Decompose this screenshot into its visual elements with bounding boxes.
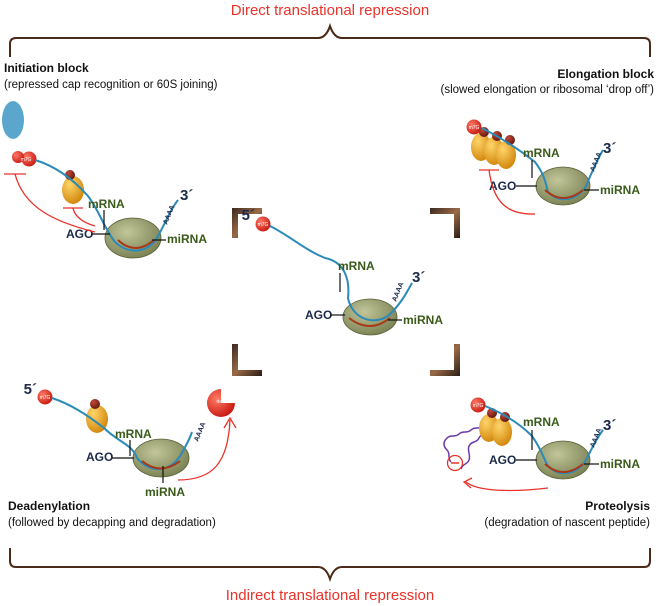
direct-repression-header: Direct translational repression — [231, 2, 429, 19]
mrna-strand — [51, 397, 193, 470]
poly-a-tail: AAAA — [589, 427, 603, 448]
deadenylation-panel: m7G 5´ mRNA AAAA AGO miRNA dead — [24, 381, 237, 499]
inhibition-arrow-60s — [72, 207, 96, 227]
mrna-label: mRNA — [338, 259, 375, 273]
m7g-cap — [21, 151, 37, 167]
poly-a-tail: AAAA — [162, 204, 176, 225]
mrna-strand — [269, 225, 413, 322]
ribosome-large-subunit — [62, 176, 84, 204]
center-bracket-frame — [232, 208, 460, 376]
mrna-label: mRNA — [115, 427, 152, 441]
three-prime-label: 3´ — [180, 187, 193, 204]
elongation-panel: m7G mRNA AAAA 3´ AGO miRNA — [466, 119, 640, 215]
inhibition-arrow-cap — [14, 173, 96, 233]
three-prime-label: 3´ — [412, 269, 425, 286]
mirna-strand — [348, 317, 391, 327]
mirna-label: miRNA — [600, 457, 640, 471]
inhibition-arrow — [488, 169, 536, 215]
elongation-block-subtitle: (slowed elongation or ribosomal ‘drop of… — [441, 84, 655, 96]
ribosome-ago-complex — [342, 298, 398, 336]
mirna-label: miRNA — [145, 485, 185, 499]
cap-label: m7G — [473, 403, 484, 409]
mirna-strand — [141, 460, 181, 470]
blocked-cap-marker — [12, 151, 24, 163]
mrna-label: mRNA — [88, 197, 125, 211]
cap-label: m7G — [40, 395, 51, 401]
activation-arrow — [465, 481, 549, 492]
ago-label: AGO — [305, 308, 332, 322]
deadenylation-subtitle: (followed by decapping and degradation) — [8, 517, 216, 529]
m7g-cap — [37, 389, 53, 405]
five-prime-label: 5´ — [24, 381, 37, 398]
mrna-label: mRNA — [523, 415, 560, 429]
deadenylase-icon — [207, 389, 235, 417]
ago-label: AGO — [489, 179, 516, 193]
mrna-label: mRNA — [523, 146, 560, 160]
initiation-panel: m7G mRNA AAAA 3´ AGO miRNA — [2, 101, 207, 259]
mirna-strand — [544, 463, 584, 473]
poly-a-tail: AAAA — [193, 421, 207, 442]
nascent-peptide — [443, 425, 484, 463]
three-prime-label: 3´ — [603, 417, 616, 434]
activation-arrow — [177, 419, 231, 481]
ago-label: AGO — [489, 453, 516, 467]
bottom-bracket — [9, 548, 651, 583]
cap-label: m7G — [258, 222, 269, 228]
ribosome-ago-complex — [104, 217, 162, 259]
m7g-cap — [470, 397, 486, 413]
five-prime-label: 5´ — [242, 207, 255, 224]
center-mrna-complex: m7G 5´ mRNA AAAA 3´ AGO miRNA — [242, 207, 443, 336]
cap-label: m7G — [21, 157, 32, 163]
ribosome-small-subunit — [90, 399, 100, 409]
initiation-block-subtitle: (repressed cap recognition or 60S joinin… — [4, 79, 218, 91]
proteolysis-title: Proteolysis — [585, 499, 650, 513]
proteolysis-panel: m7G mRNA AAAA 3´ AGO miRNA — [443, 397, 640, 492]
elongation-block-title: Elongation block — [557, 67, 654, 81]
ribosome-large-subunit — [492, 418, 512, 446]
indirect-repression-header: Indirect translational repression — [226, 587, 434, 604]
three-prime-label: 3´ — [603, 140, 616, 157]
deadenylation-title: Deadenylation — [8, 499, 90, 513]
mirna-label: miRNA — [600, 183, 640, 197]
mirna-label: miRNA — [167, 232, 207, 246]
deadenylase-label: dead — [216, 399, 227, 405]
ago-label: AGO — [86, 450, 113, 464]
cap-label: m7G — [469, 125, 480, 131]
mrna-strand — [34, 159, 179, 252]
mirna-label: miRNA — [403, 313, 443, 327]
ribosome-large-subunit — [496, 141, 516, 169]
m7g-cap — [466, 119, 482, 135]
proteolysis-subtitle: (degradation of nascent peptide) — [484, 517, 650, 529]
eif4e-factor — [2, 101, 24, 139]
initiation-block-title: Initiation block — [4, 61, 89, 75]
ago-label: AGO — [66, 227, 93, 241]
m7g-cap — [255, 216, 271, 232]
top-bracket — [9, 22, 651, 57]
poly-a-tail: AAAA — [589, 151, 603, 172]
mirna-strand — [544, 189, 584, 199]
ribosome-ago-complex — [132, 438, 190, 478]
mirna-strand — [117, 239, 155, 249]
minus-sign-icon — [446, 454, 464, 472]
